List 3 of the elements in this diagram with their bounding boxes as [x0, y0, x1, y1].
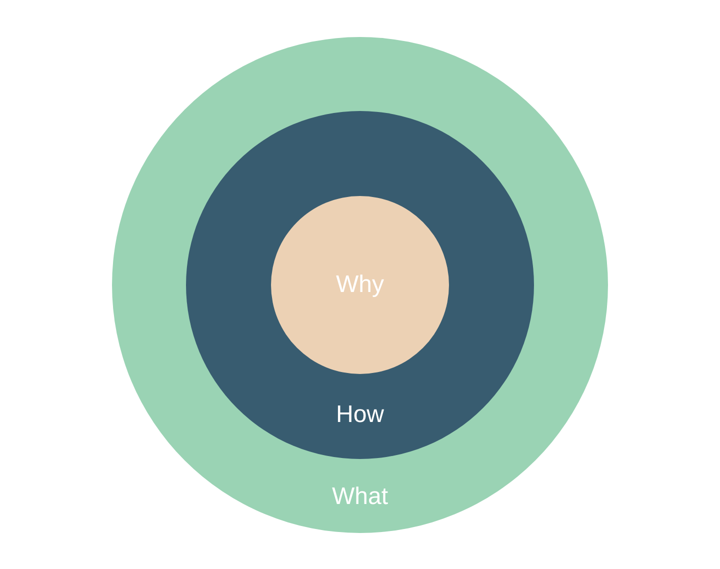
circle-label: Why — [336, 271, 384, 299]
circle-label: What — [332, 483, 388, 511]
circle-label: How — [336, 401, 384, 429]
